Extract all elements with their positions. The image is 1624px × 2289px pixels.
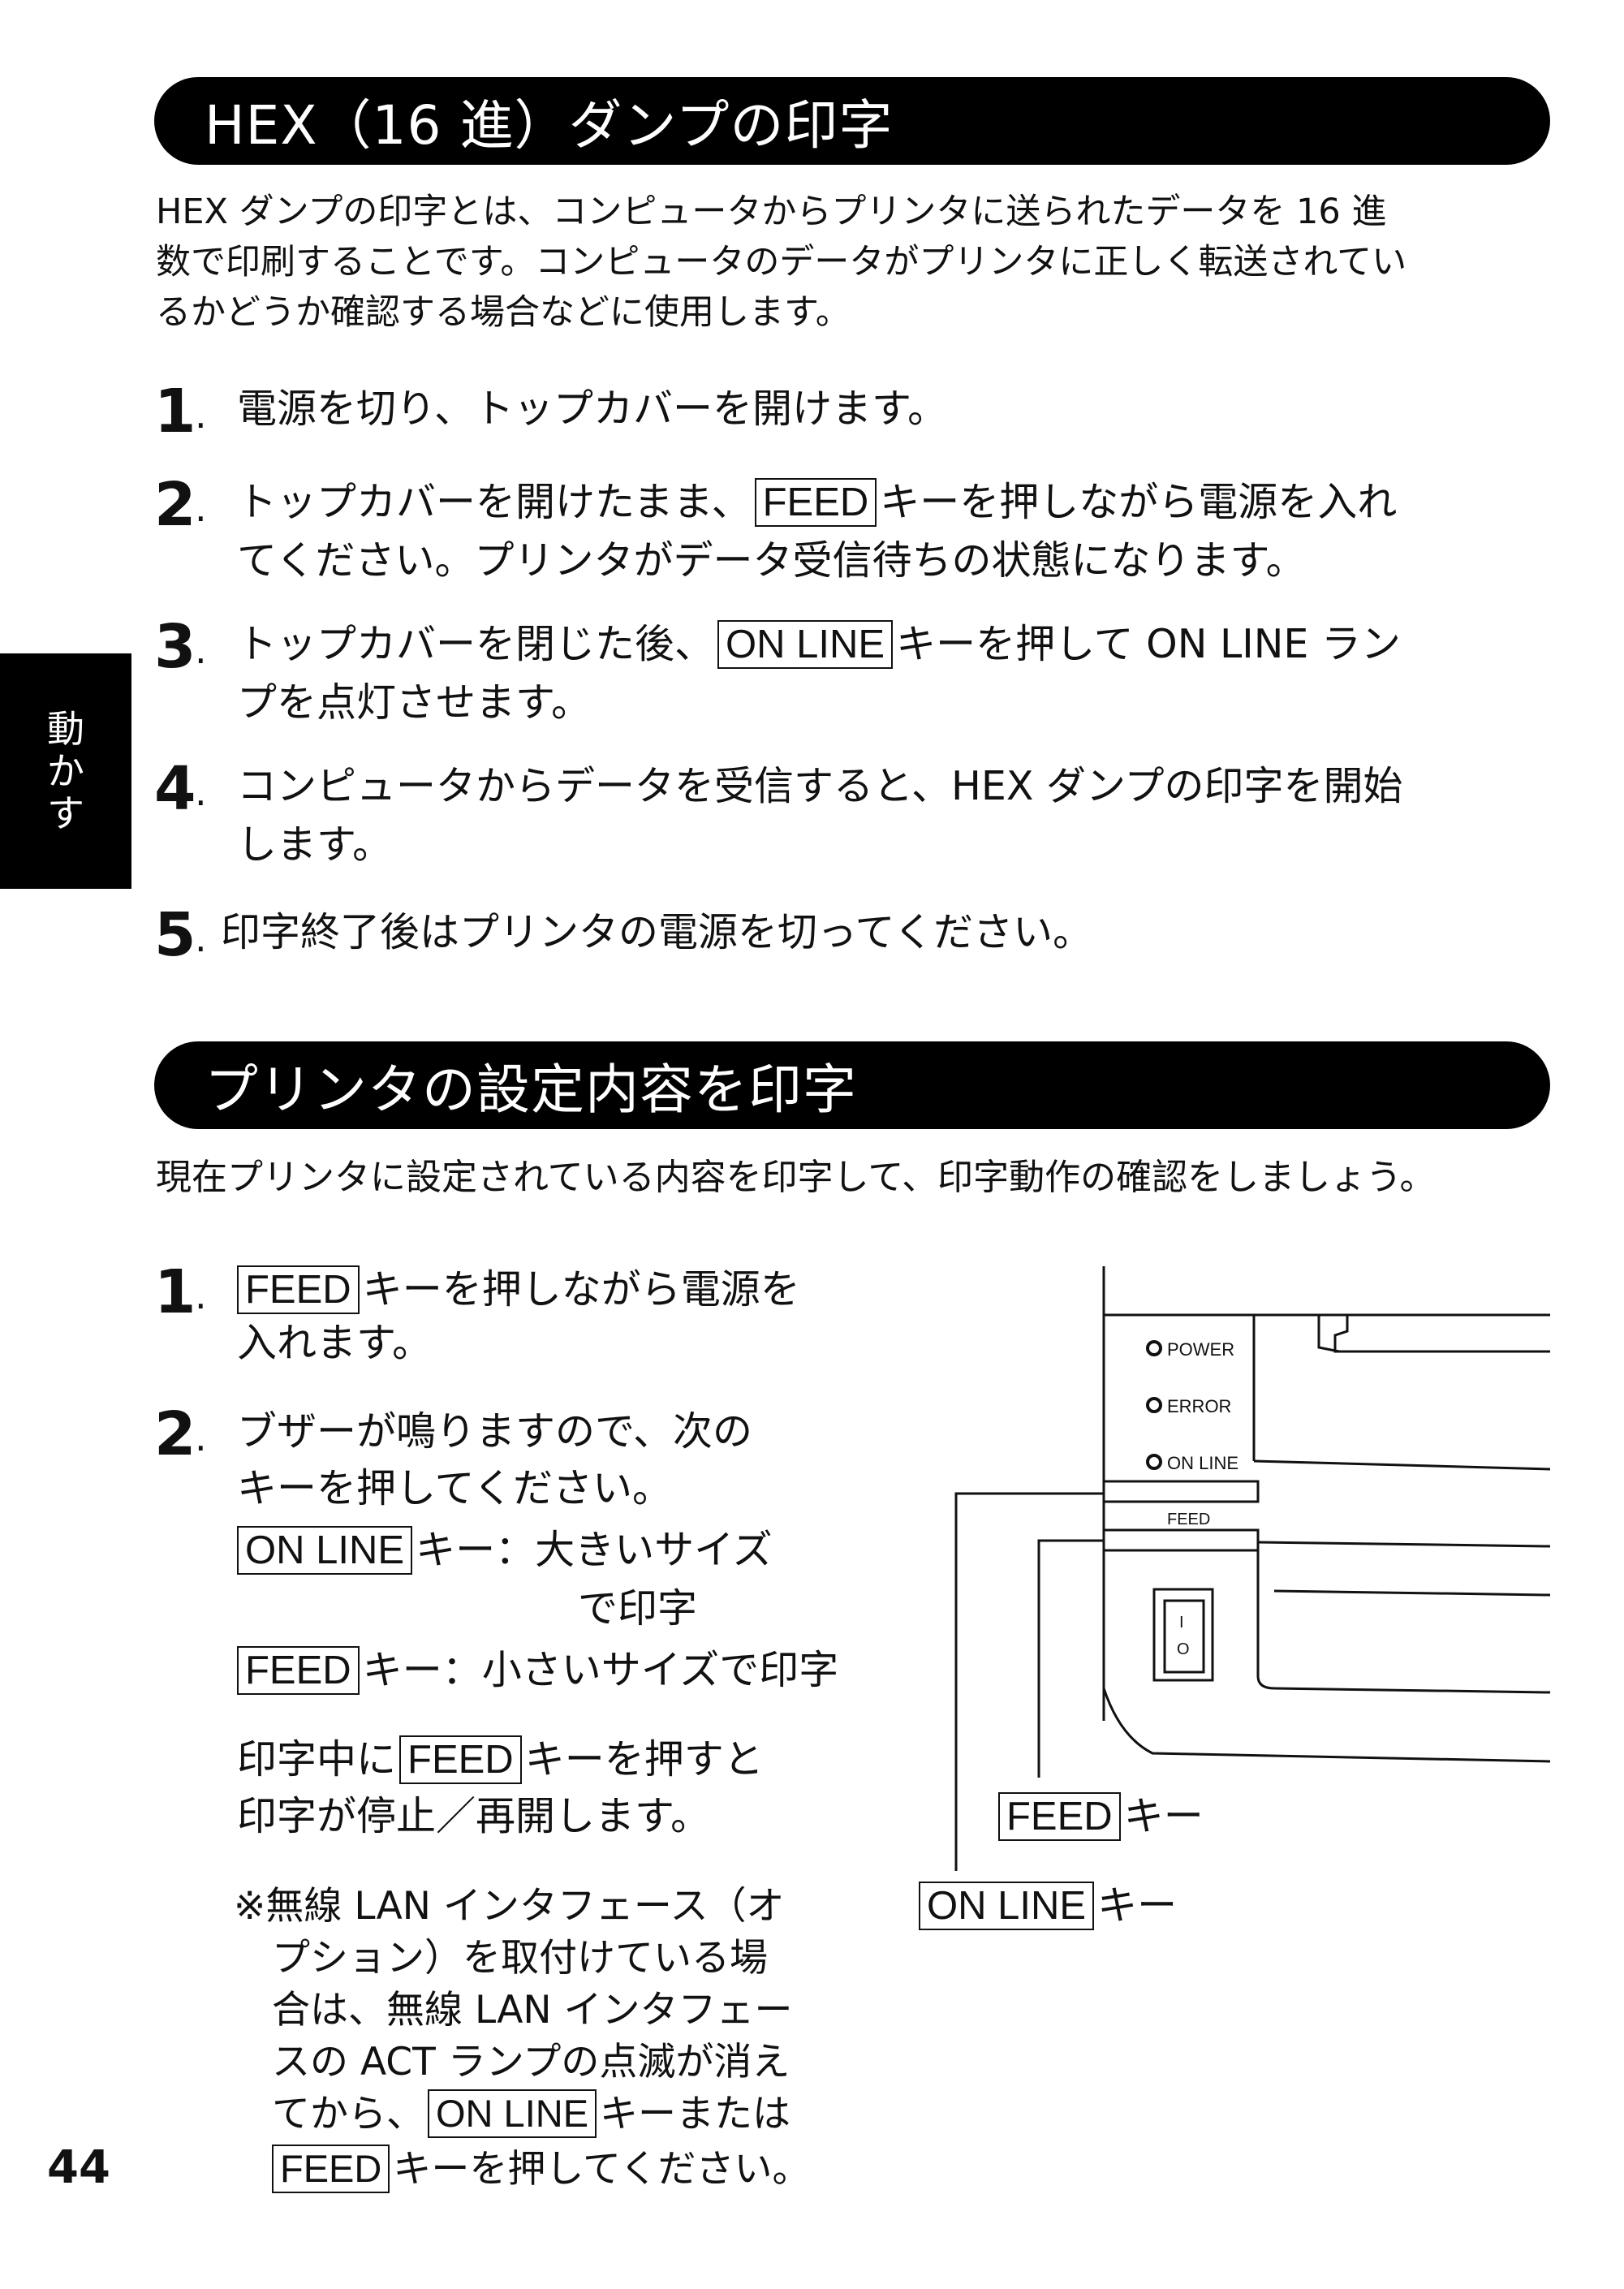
power-led bbox=[1146, 1340, 1162, 1356]
svg-text:FEED: FEED bbox=[1167, 1511, 1210, 1528]
feed-callout-line bbox=[1037, 1539, 1104, 1778]
svg-text:ERROR: ERROR bbox=[1167, 1396, 1231, 1416]
online-key-label: ON LINE bbox=[717, 620, 894, 669]
svg-text:POWER: POWER bbox=[1167, 1339, 1234, 1360]
intro-line-3: るかどうか確認する場合などに使用します。 bbox=[156, 292, 851, 333]
section-heading-hex-dump: HEX（16 進）ダンプの印字 bbox=[154, 77, 1550, 165]
settings-intro: 現在プリンタに設定されている内容を印字して、印字動作の確認をしましょう。 bbox=[156, 1157, 1436, 1198]
feed-key-label: FEED bbox=[754, 478, 877, 527]
step-number: 3 bbox=[154, 612, 196, 682]
power-switch bbox=[1152, 1588, 1214, 1682]
chapter-side-tab: 動 か す bbox=[0, 653, 131, 889]
error-led bbox=[1146, 1397, 1162, 1413]
step-number: 5 bbox=[154, 900, 196, 970]
step-number: 2 bbox=[154, 470, 196, 540]
online-key-label: ON LINE bbox=[237, 1526, 413, 1575]
step-number: 1 bbox=[154, 377, 196, 446]
step-number: 2 bbox=[154, 1399, 196, 1469]
svg-text:O: O bbox=[1177, 1640, 1190, 1658]
intro-line-2: 数で印刷することです。コンピュータのデータがプリンタに正しく転送されてい bbox=[156, 242, 1407, 282]
online-callout-line bbox=[954, 1492, 1104, 1871]
printer-control-panel-figure: POWER ERROR ON LINE FEED I O bbox=[954, 1266, 1551, 1871]
feed-key-label: FEED bbox=[272, 2145, 390, 2193]
feed-key-label: FEED bbox=[399, 1735, 522, 1784]
step-number: 1 bbox=[154, 1257, 196, 1327]
feed-key-label: FEED bbox=[237, 1265, 360, 1314]
svg-text:I: I bbox=[1179, 1614, 1184, 1632]
svg-text:ON LINE: ON LINE bbox=[1167, 1453, 1238, 1473]
online-led bbox=[1146, 1454, 1162, 1470]
online-key-label: ON LINE bbox=[428, 2089, 597, 2138]
step-number: 4 bbox=[154, 754, 196, 824]
feed-key-label: FEED bbox=[237, 1646, 360, 1695]
section-heading-settings-print: プリンタの設定内容を印字 bbox=[154, 1041, 1550, 1129]
online-button-strip bbox=[1104, 1480, 1260, 1503]
feed-button-strip bbox=[1104, 1528, 1260, 1552]
page-number: 44 bbox=[47, 2141, 110, 2194]
intro-line-1: HEX ダンプの印字とは、コンピュータからプリンタに送られたデータを 16 進 bbox=[156, 192, 1387, 232]
